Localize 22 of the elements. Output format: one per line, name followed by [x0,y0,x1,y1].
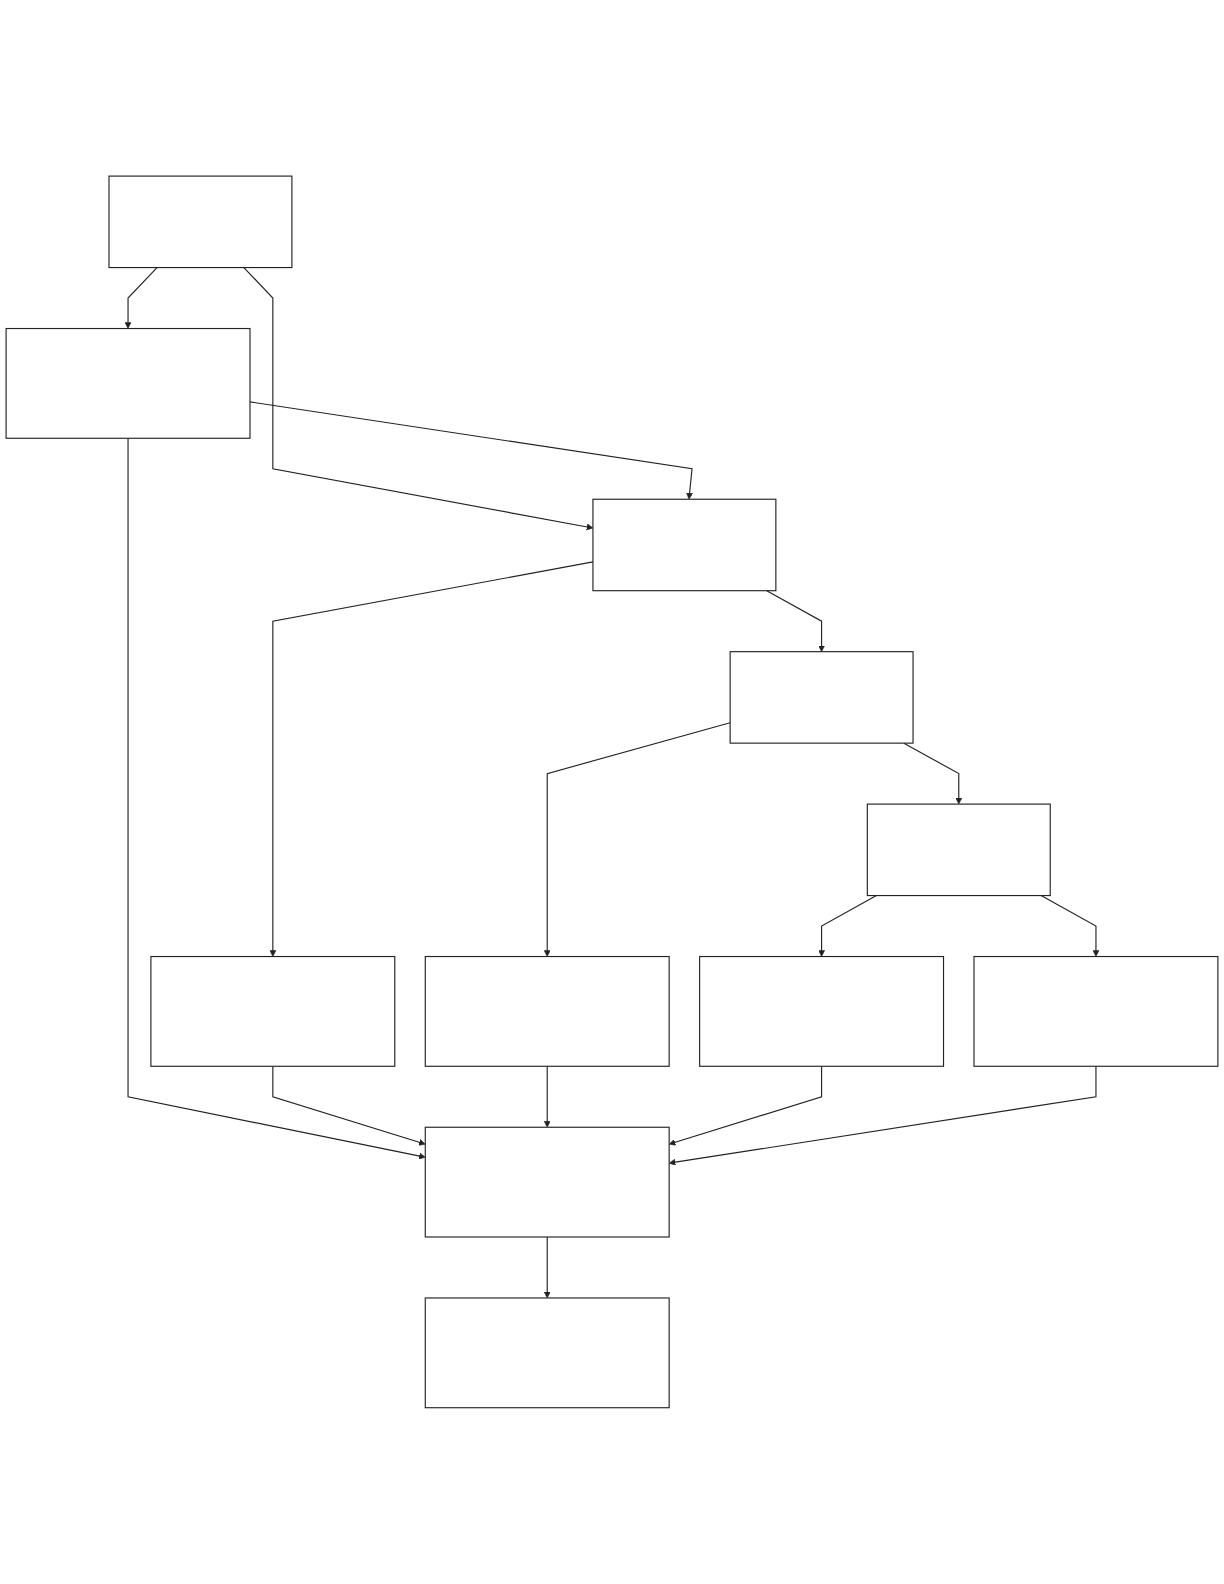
arrow [127,437,426,1160]
arrow [543,1065,551,1128]
arrow [818,895,878,957]
node-box [866,803,1051,897]
arrow [543,1236,551,1299]
arrow [124,267,158,329]
node-box [108,175,293,269]
arrow [272,1065,426,1146]
node-box [424,1297,670,1409]
node-box [424,956,670,1067]
node-box [592,498,777,592]
arrow [249,401,693,500]
node-box [424,1126,670,1238]
arrow [766,590,825,653]
arrow [543,722,731,957]
node-box [150,956,396,1067]
node-box [5,328,251,439]
arrow [903,742,963,805]
node-box [699,956,945,1067]
arrow [1040,895,1100,957]
node-box [973,956,1219,1067]
node-box [729,651,914,744]
